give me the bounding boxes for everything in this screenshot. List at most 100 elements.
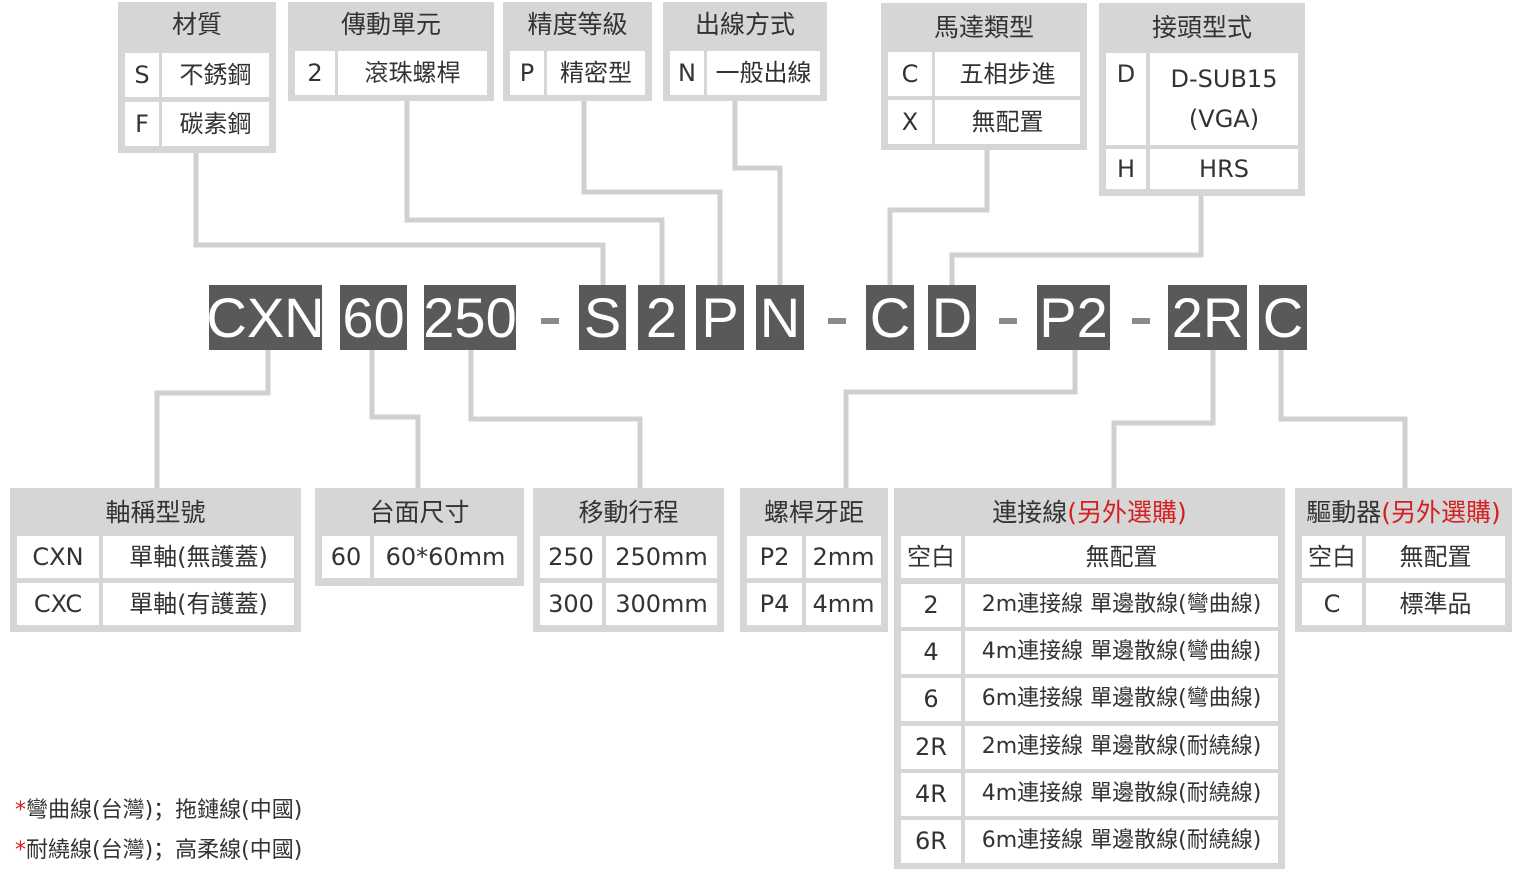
stroke-label-250: 250mm (606, 536, 717, 578)
code-segment-pitch: P2 (1037, 285, 1110, 350)
cable-code-blank: 空白 (901, 536, 961, 578)
pitch-group: 螺桿牙距 P2 2mm P4 4mm (740, 488, 888, 632)
wiring-code: N (670, 51, 704, 95)
motor-code-c: C (888, 52, 932, 96)
axis-label-cxn: 單軸(無護蓋) (103, 536, 294, 578)
connector-connector (949, 195, 1204, 285)
material-group: 材質 S 不銹鋼 F 碳素鋼 (118, 2, 276, 153)
connector-pitch (843, 350, 1078, 489)
stroke-code-300: 300 (540, 583, 602, 625)
driver-title-note: (另外選購) (1381, 498, 1501, 527)
connector-drive (404, 100, 665, 285)
driver-label-blank: 無配置 (1366, 536, 1505, 578)
footnote-flex-cable: *耐繞線(台灣)；高柔線(中國) (15, 832, 302, 864)
cable-title-note: (另外選購) (1067, 498, 1187, 527)
pitch-title: 螺桿牙距 (763, 498, 864, 527)
table-size-code: 60 (322, 536, 370, 578)
drive-unit-title: 傳動單元 (340, 10, 441, 39)
cable-code-4: 4 (901, 631, 961, 674)
connector-label-d-line1: D-SUB15 (1170, 64, 1278, 93)
wiring-title: 出線方式 (694, 10, 795, 39)
cable-label-blank: 無配置 (965, 536, 1278, 578)
footnote-text: 彎曲線(台灣)；拖鏈線(中國) (26, 798, 303, 823)
material-label-f: 碳素鋼 (162, 102, 269, 146)
stroke-group: 移動行程 250 250mm 300 300mm (533, 488, 724, 632)
cable-label-6: 6m連接線 單邊散線(彎曲線) (965, 678, 1278, 721)
code-dash-4 (1132, 318, 1150, 324)
code-dash-1 (541, 318, 559, 324)
cable-code-6: 6 (901, 678, 961, 721)
connector-label-d-line2: (VGA) (1188, 105, 1260, 133)
code-segment-stroke: 250 (423, 285, 517, 350)
motor-label-c: 五相步進 (935, 52, 1080, 96)
code-segment-cable: 2R (1168, 285, 1247, 350)
axis-group: 軸稱型號 CXN 單軸(無護蓋) CXC 單軸(有護蓋) (10, 488, 301, 632)
motor-label-x: 無配置 (935, 100, 1080, 144)
footnote-text: 耐繞線(台灣)；高柔線(中國) (26, 838, 303, 863)
code-dash-2 (828, 318, 846, 324)
connector-cable (1111, 350, 1216, 489)
stroke-title: 移動行程 (578, 498, 679, 527)
wiring-group: 出線方式 N 一般出線 (663, 2, 827, 101)
connector-motor (887, 150, 990, 285)
material-code-f: F (125, 102, 159, 146)
driver-group: 驅動器(另外選購) 空白 無配置 C 標準品 (1295, 488, 1512, 632)
motor-code-x: X (888, 100, 932, 144)
cable-code-2r: 2R (901, 726, 961, 769)
connector-label-d: D-SUB15 (VGA) (1150, 53, 1298, 145)
code-segment-driver: C (1259, 285, 1307, 350)
material-code-s: S (125, 53, 159, 97)
drive-unit-label: 滾珠螺桿 (338, 51, 487, 95)
cable-code-2: 2 (901, 584, 961, 627)
driver-title-text: 驅動器 (1306, 498, 1382, 527)
code-segment-series: CXN (206, 285, 325, 350)
code-segment-table: 60 (340, 285, 407, 350)
axis-code-cxc: CXC (17, 583, 99, 625)
connector-code-h: H (1106, 149, 1146, 189)
axis-label-cxc: 單軸(有護蓋) (103, 583, 294, 625)
material-title: 材質 (171, 10, 222, 39)
pitch-label-p2: 2mm (806, 536, 881, 578)
code-dash-3 (999, 318, 1017, 324)
motor-title: 馬達類型 (933, 13, 1034, 42)
driver-code-blank: 空白 (1302, 536, 1362, 578)
driver-label-c: 標準品 (1366, 583, 1505, 625)
drive-unit-code: 2 (295, 51, 335, 95)
motor-group: 馬達類型 C 五相步進 X 無配置 (881, 3, 1087, 150)
driver-code-c: C (1302, 583, 1362, 625)
footnote-star: * (15, 838, 26, 863)
code-segment-wiring: N (756, 285, 804, 350)
cable-group: 連接線(另外選購) 空白 無配置 2 2m連接線 單邊散線(彎曲線) 4 4m連… (894, 488, 1285, 869)
drive-unit-group: 傳動單元 2 滾珠螺桿 (288, 2, 494, 101)
cable-label-4r: 4m連接線 單邊散線(耐繞線) (965, 773, 1278, 816)
connector-type-title: 接頭型式 (1151, 13, 1252, 42)
wiring-label: 一般出線 (707, 51, 820, 95)
cable-code-4r: 4R (901, 773, 961, 816)
precision-group: 精度等級 P 精密型 (503, 2, 652, 101)
cable-title: 連接線(另外選購) (894, 500, 1285, 525)
table-size-title: 台面尺寸 (369, 498, 470, 527)
cable-label-2: 2m連接線 單邊散線(彎曲線) (965, 584, 1278, 627)
code-segment-drive: 2 (638, 285, 685, 350)
cable-label-6r: 6m連接線 單邊散線(耐繞線) (965, 820, 1278, 863)
cable-label-4: 4m連接線 單邊散線(彎曲線) (965, 631, 1278, 674)
precision-code: P (510, 51, 544, 95)
code-segment-connector: D (928, 285, 976, 350)
material-label-s: 不銹鋼 (162, 53, 269, 97)
connector-stroke (468, 350, 643, 489)
code-segment-material: S (579, 285, 626, 350)
pitch-label-p4: 4mm (806, 583, 881, 625)
axis-code-cxn: CXN (17, 536, 99, 578)
cable-code-6r: 6R (901, 820, 961, 863)
table-size-group: 台面尺寸 60 60*60mm (315, 488, 524, 586)
connector-driver (1278, 350, 1408, 489)
connector-wiring (732, 100, 783, 285)
connector-precision (581, 100, 723, 285)
connector-label-h: HRS (1150, 149, 1298, 189)
code-segment-precision: P (696, 285, 744, 350)
cable-label-2r: 2m連接線 單邊散線(耐繞線) (965, 726, 1278, 769)
connector-type-group: 接頭型式 D D-SUB15 (VGA) H HRS (1099, 3, 1305, 196)
stroke-code-250: 250 (540, 536, 602, 578)
precision-label: 精密型 (547, 51, 645, 95)
